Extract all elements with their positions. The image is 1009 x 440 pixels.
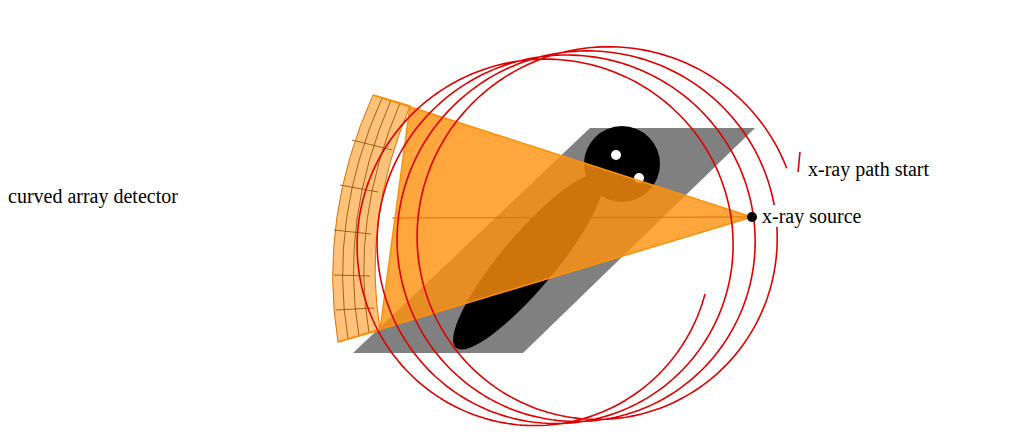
xray-cone <box>338 95 752 342</box>
head-feature <box>611 150 621 160</box>
xray-source-dot <box>747 212 757 222</box>
xray-cone-face <box>380 106 752 330</box>
figure-label: x-ray path start <box>806 158 931 180</box>
cone-axis <box>392 217 752 218</box>
path-start-tick <box>798 152 800 172</box>
helical-path <box>357 47 787 426</box>
figure-label: x-ray source <box>760 205 863 227</box>
figure-label: curved array detector <box>6 185 180 207</box>
